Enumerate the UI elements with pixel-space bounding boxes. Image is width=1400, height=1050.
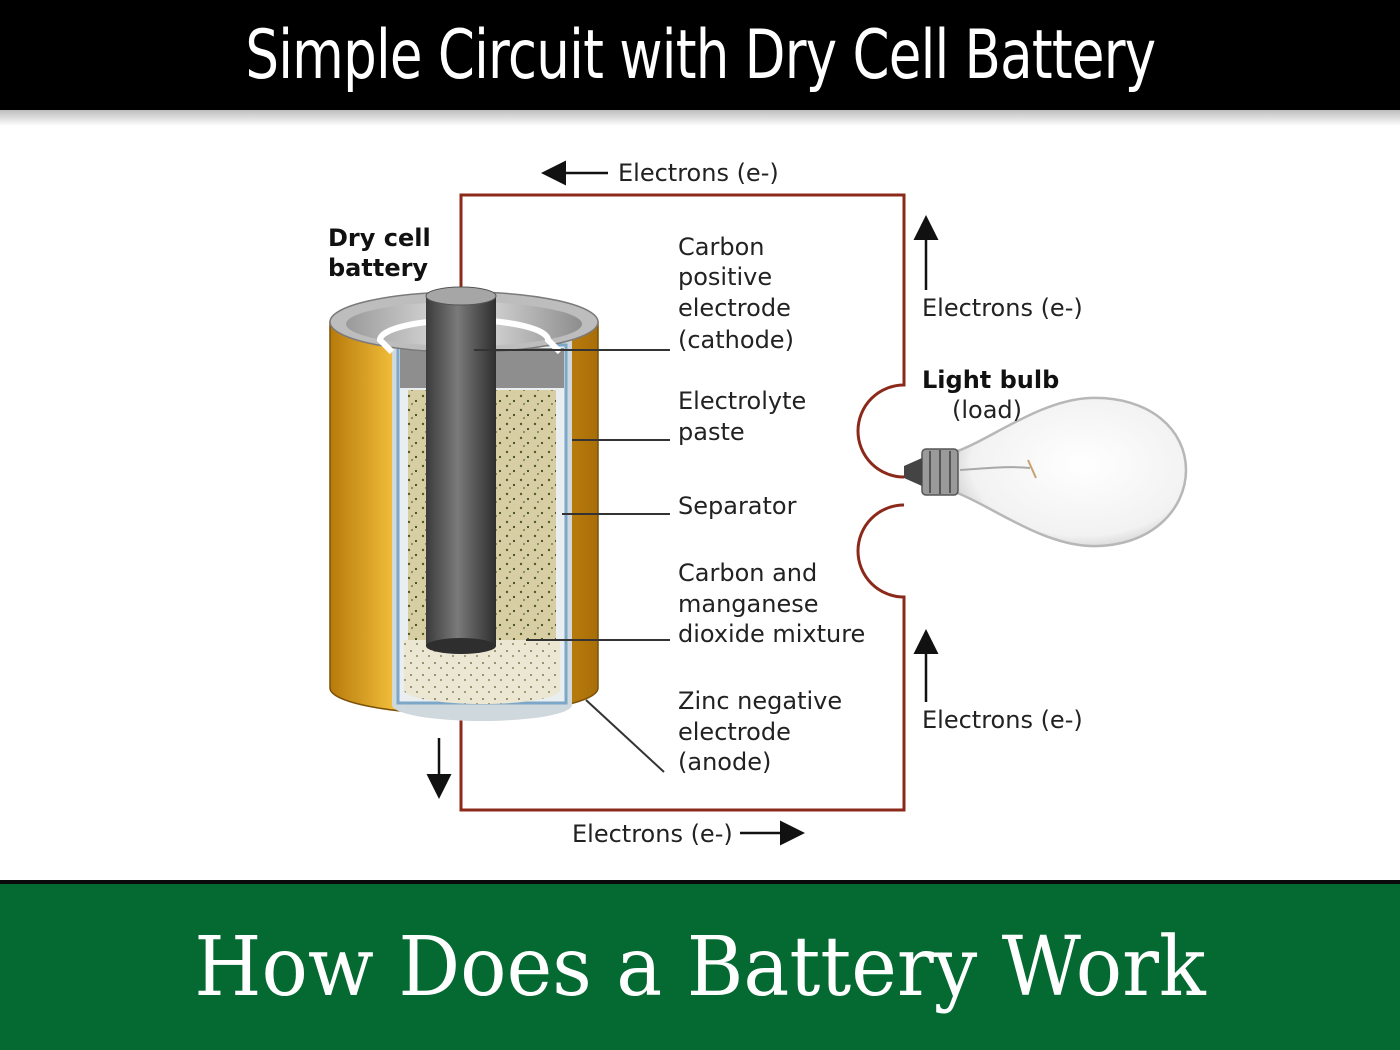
cathode-label: Carbon positive electrode (cathode) bbox=[678, 233, 798, 354]
electrons-bottom-label: Electrons (e-) bbox=[572, 820, 733, 848]
bulb-label: Light bulb (load) bbox=[922, 366, 1064, 424]
footer-banner: How Does a Battery Work bbox=[0, 880, 1400, 1050]
dry-cell-battery bbox=[329, 286, 599, 721]
electrolyte-label: Electrolyte paste bbox=[678, 387, 814, 446]
circuit-diagram: Electrons (e-) Electrons (e-) Electrons … bbox=[328, 159, 1188, 848]
footer-title: How Does a Battery Work bbox=[194, 919, 1206, 1015]
leader-lines bbox=[474, 349, 670, 773]
light-bulb bbox=[904, 396, 1188, 548]
mixture-label: Carbon and manganese dioxide mixture bbox=[678, 559, 865, 648]
electron-arrows bbox=[426, 160, 939, 846]
header-shadow bbox=[0, 110, 1400, 126]
electrons-right-upper-label: Electrons (e-) bbox=[922, 294, 1083, 322]
separator-label: Separator bbox=[678, 492, 797, 520]
battery-label: Dry cell battery bbox=[328, 224, 439, 282]
header-banner: Simple Circuit with Dry Cell Battery bbox=[0, 0, 1400, 110]
electrons-top-label: Electrons (e-) bbox=[618, 159, 779, 187]
electrons-right-lower-label: Electrons (e-) bbox=[922, 706, 1083, 734]
anode-label: Zinc negative electrode (anode) bbox=[678, 687, 850, 776]
page-title: Simple Circuit with Dry Cell Battery bbox=[244, 15, 1156, 95]
circuit-wire bbox=[459, 193, 906, 812]
